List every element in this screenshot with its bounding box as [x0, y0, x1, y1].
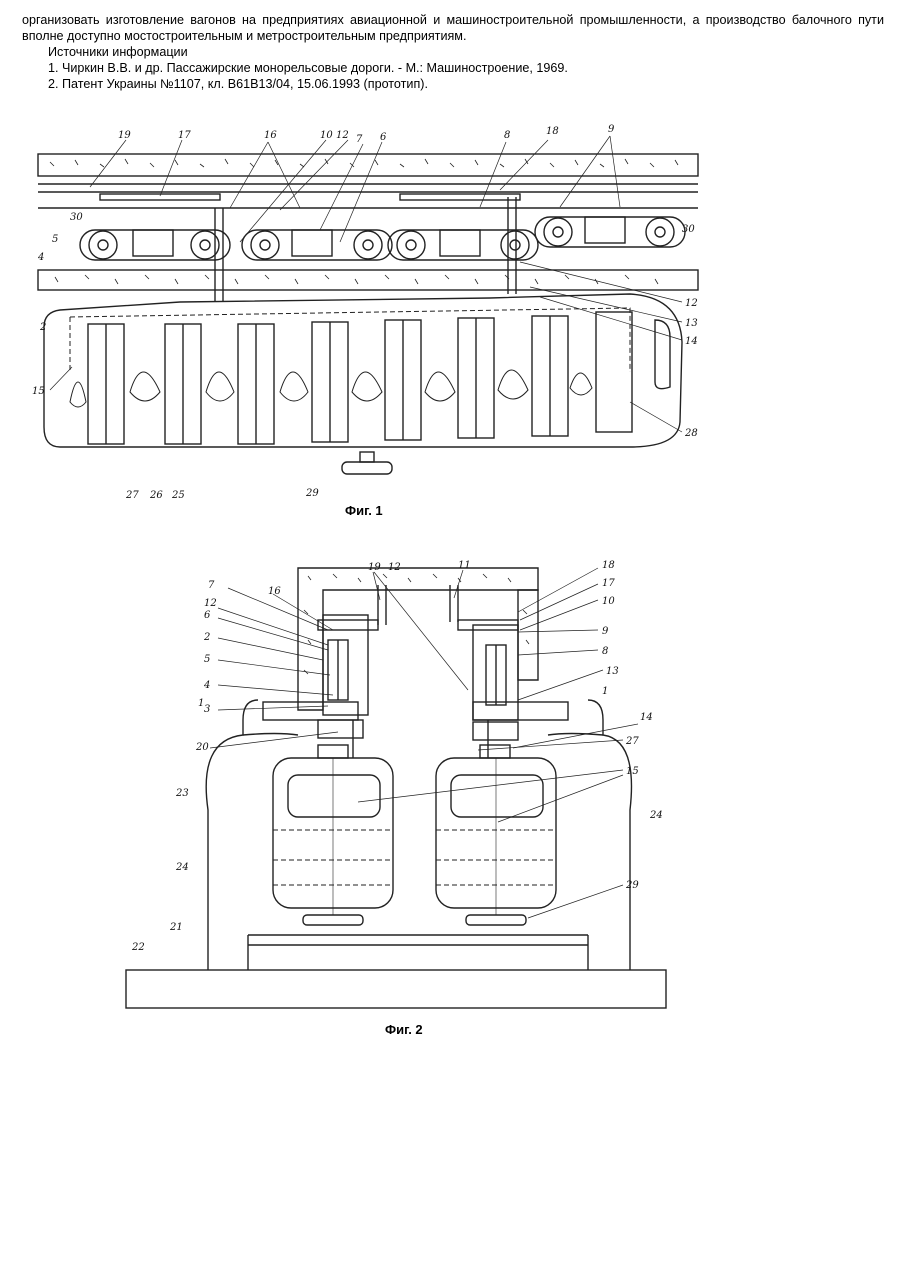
fig1-label: 30 [70, 212, 83, 223]
concrete-hatch-top [50, 159, 678, 167]
fig2-label: 12 [204, 598, 217, 609]
fig1-label: 2 [39, 322, 46, 333]
fig2-label: 18 [602, 560, 615, 571]
fig1-label: 13 [685, 318, 698, 329]
car-windows [88, 312, 632, 444]
fig2-label: 21 [169, 922, 183, 933]
fig1-label: 4 [37, 252, 44, 263]
bogie-wheels [80, 217, 685, 260]
fig1-label: 28 [684, 428, 698, 439]
fig2-label: 16 [268, 586, 281, 597]
fig2-label: 14 [640, 712, 653, 723]
fig2-label: 13 [606, 666, 619, 677]
fig2-label: 7 [208, 580, 215, 591]
fig1-label: 12 [336, 130, 349, 141]
fig1-label: 17 [178, 130, 191, 141]
fig2-label: 24 [175, 862, 189, 873]
sources-heading: Источники информации [22, 44, 884, 60]
fig2-label: 17 [602, 578, 615, 589]
fig1-label: 18 [546, 126, 559, 137]
fig2-label: 15 [626, 766, 639, 777]
fig1-label: 19 [118, 130, 131, 141]
fig2-label: 27 [625, 736, 639, 747]
fig2-label: 11 [458, 560, 471, 571]
fig1-label: 5 [52, 234, 58, 245]
figure-2: 19 12 11 18 17 10 9 8 13 7 16 12 6 2 5 4… [118, 560, 678, 1015]
document-text: организовать изготовление вагонов на пре… [22, 12, 884, 92]
fig2-label: 19 [368, 562, 381, 573]
fig1-label: 10 [320, 130, 333, 141]
source-item: 2. Патент Украины №1107, кл. B61B13/04, … [22, 76, 884, 92]
fig1-label: 12 [685, 298, 698, 309]
fig1-label: 27 [125, 490, 139, 501]
fig2-label: 5 [204, 654, 210, 665]
figure-1-drawing: 19 17 16 10 12 7 6 8 18 9 5 30 4 2 30 12… [30, 112, 710, 502]
fig1-label: 7 [356, 134, 363, 145]
fig1-label: 6 [380, 132, 387, 143]
fig2-label: 23 [175, 788, 189, 799]
figure-1-caption: Фиг. 1 [345, 503, 383, 518]
fig1-label: 8 [504, 130, 510, 141]
fig1-label: 9 [608, 124, 615, 135]
figure-2-caption: Фиг. 2 [385, 1022, 423, 1037]
fig2-label: 1 [602, 686, 608, 697]
fig1-label: 26 [149, 490, 163, 501]
fig1-label: 30 [682, 224, 695, 235]
paragraph: организовать изготовление вагонов на пре… [22, 12, 884, 44]
figure-2-drawing: 19 12 11 18 17 10 9 8 13 7 16 12 6 2 5 4… [118, 560, 678, 1015]
figure-1: 19 17 16 10 12 7 6 8 18 9 5 30 4 2 30 12… [30, 112, 710, 502]
source-item: 1. Чиркин В.В. и др. Пассажирские моноре… [22, 60, 884, 76]
fig1-label: 14 [685, 336, 698, 347]
fig1-label: 29 [305, 488, 319, 499]
fig2-label: 22 [131, 942, 145, 953]
figure-2-labels: 19 12 11 18 17 10 9 8 13 7 16 12 6 2 5 4… [131, 560, 663, 953]
seats [70, 370, 592, 407]
fig2-label: 20 [195, 742, 209, 753]
concrete-hatch-bottom [55, 275, 658, 284]
fig2-label: 29 [625, 880, 639, 891]
fig2-label: 12 [388, 562, 401, 573]
fig2-label: 4 [203, 680, 210, 691]
fig2-label: 2 [203, 632, 210, 643]
fig1-label: 16 [264, 130, 277, 141]
fig2-label: 8 [602, 646, 608, 657]
fig1-label: 25 [171, 490, 185, 501]
fig1-label: 15 [32, 386, 45, 397]
fig2-label: 24 [649, 810, 663, 821]
fig2-label: 3 [204, 704, 210, 715]
fig2-label: 9 [602, 626, 609, 637]
fig2-label: 6 [204, 610, 211, 621]
fig2-label: 10 [602, 596, 615, 607]
fig2-label: 1 [198, 698, 204, 709]
